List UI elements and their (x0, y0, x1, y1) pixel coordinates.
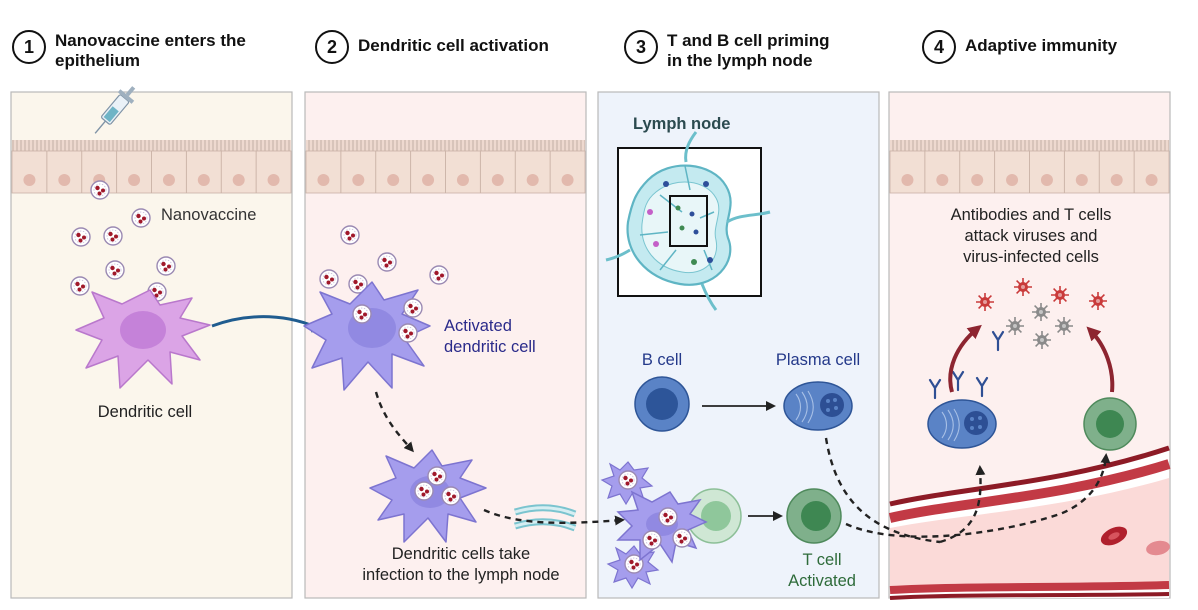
step-4-title-line-1: Adaptive immunity (965, 36, 1118, 55)
epithelial-cell-nucleus (1110, 174, 1123, 186)
lymph-node-icon (605, 131, 771, 311)
epithelial-cell-nucleus (352, 174, 365, 186)
epithelial-cell-nucleus (128, 174, 141, 186)
dc-take-line-1: Dendritic cells take (391, 545, 531, 563)
step-3-title-line-1: T and B cell priming (667, 31, 830, 50)
epithelial-cell-nucleus (317, 174, 330, 186)
step-2-title-line-1: Dendritic cell activation (358, 36, 549, 55)
step-2-number: 2 (315, 30, 349, 64)
step-3-title-line-2: in the lymph node (667, 51, 813, 70)
syringe-icon (94, 86, 136, 134)
plasma-cell-icon (783, 381, 853, 431)
presenting-dc-and-t-cell (616, 488, 742, 564)
dendritic-cells-take-label: Dendritic cells take infection to the ly… (336, 544, 586, 586)
epithelial-cell-nucleus (971, 174, 984, 186)
step-4-number: 4 (922, 30, 956, 64)
epithelial-cell-nucleus (197, 174, 210, 186)
antibodies-line-1: Antibodies and T cells (950, 206, 1112, 224)
epithelial-cell-nucleus (162, 174, 175, 186)
memory-t-cell-icon (1083, 397, 1137, 451)
epithelial-cell-nucleus (1006, 174, 1019, 186)
arrow-red-left (948, 324, 982, 393)
step-3-number: 3 (624, 30, 658, 64)
t-cell-activated-label: T cell Activated (770, 550, 874, 592)
step-2-title: Dendritic cell activation (358, 30, 549, 56)
nanovaccine-label: Nanovaccine (161, 206, 257, 224)
epithelial-cell-nucleus (58, 174, 71, 186)
epithelial-cell-nucleus (267, 174, 280, 186)
epithelial-cell-nucleus (526, 174, 539, 186)
antibody-plasma-cell-icon (927, 399, 997, 449)
migrating-dendritic-cell-icon (369, 449, 487, 543)
activated-dc-line-2: dendritic cell (444, 338, 536, 356)
step-2-header: 2 Dendritic cell activation (315, 30, 549, 64)
activated-dc-line-1: Activated (444, 317, 512, 335)
b-cell-label: B cell (641, 351, 683, 369)
arrow-dashed-to-lymph-node (483, 508, 625, 526)
step-4-header: 4 Adaptive immunity (922, 30, 1117, 64)
arrow-dashed-plasma-to-vessel (824, 437, 941, 544)
dendritic-cell-icon (75, 289, 211, 389)
arrow-red-right (1086, 326, 1115, 393)
antibodies-line-2: attack viruses and (964, 227, 1098, 245)
activated-dendritic-cell-label: Activated dendritic cell (444, 316, 536, 358)
step-1-title-line-2: epithelium (55, 51, 141, 70)
t-cell-line-2: Activated (788, 572, 856, 590)
lymph-vessel-icon (513, 504, 577, 532)
step-3-title: T and B cell priming in the lymph node (667, 30, 829, 71)
epithelial-cell-nucleus (491, 174, 504, 186)
epithelial-cell-nucleus (1075, 174, 1088, 186)
step-1-title: Nanovaccine enters the epithelium (55, 30, 246, 71)
b-cell-icon (634, 376, 690, 432)
step-1-number: 1 (12, 30, 46, 64)
epithelial-cell-nucleus (232, 174, 245, 186)
epithelial-cell-nucleus (422, 174, 435, 186)
antibodies-attack-label: Antibodies and T cells attack viruses an… (906, 205, 1156, 268)
step-1-header: 1 Nanovaccine enters the epithelium (12, 30, 246, 71)
arrow-dashed-vessel-to-plasma (939, 465, 986, 544)
epithelial-cell-nucleus (1040, 174, 1053, 186)
activated-dendritic-cell-icon (303, 281, 431, 391)
epithelial-cell-nucleus (23, 174, 36, 186)
dc-take-line-2: infection to the lymph node (362, 566, 560, 584)
t-cell-line-1: T cell (802, 551, 842, 569)
epithelial-cell-nucleus (387, 174, 400, 186)
blood-vessel-icon (888, 445, 1171, 600)
lymph-node-zoom-box (669, 195, 708, 247)
step-1-title-line-1: Nanovaccine enters the (55, 31, 246, 50)
epithelial-cell-nucleus (1145, 174, 1158, 186)
epithelial-cell-nucleus (936, 174, 949, 186)
epithelial-cell-nucleus (901, 174, 914, 186)
step-4-title: Adaptive immunity (965, 30, 1117, 56)
plasma-cell-label: Plasma cell (775, 351, 861, 369)
lymph-node-label: Lymph node (633, 115, 731, 133)
antibodies-line-3: virus-infected cells (963, 248, 1099, 266)
arrow-dashed-t-cell-to-memory (845, 453, 1111, 538)
arrow-dashed-dc-to-migrating (374, 391, 414, 453)
t-cell-icon (786, 488, 842, 544)
dendritic-cell-label: Dendritic cell (97, 403, 193, 421)
step-3-header: 3 T and B cell priming in the lymph node (624, 30, 829, 71)
epithelial-cell-nucleus (456, 174, 469, 186)
epithelial-cell-nucleus (561, 174, 574, 186)
